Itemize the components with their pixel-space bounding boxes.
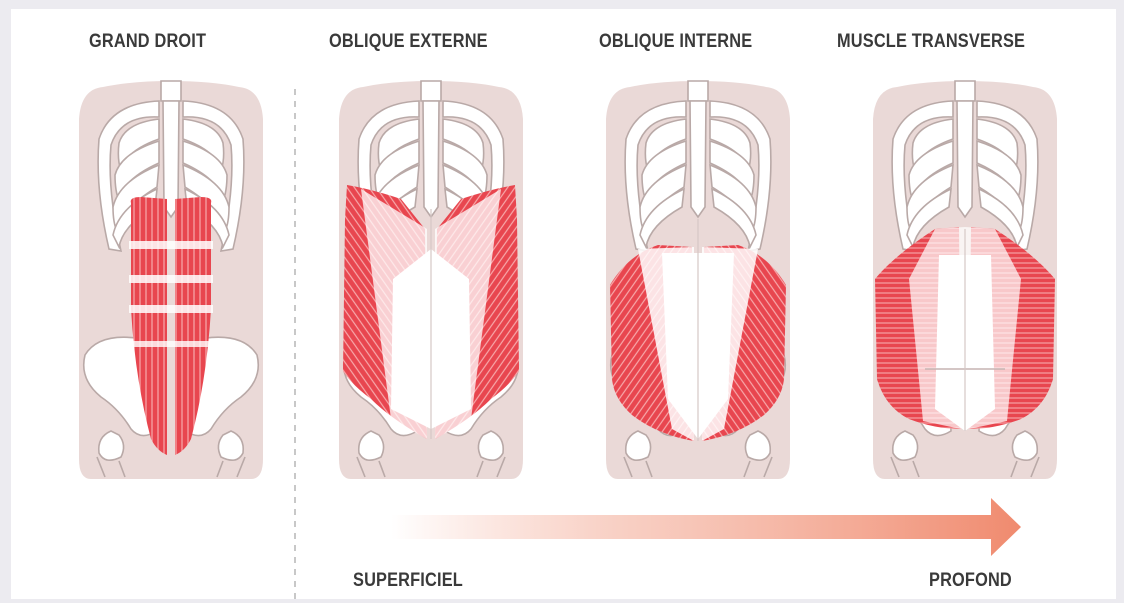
depth-start-label: SUPERFICIEL (353, 570, 463, 592)
torso-transversus-abdominis (873, 81, 1057, 479)
anatomy-diagram (11, 9, 1116, 599)
title-oblique-externe: OBLIQUE EXTERNE (329, 31, 488, 53)
torso-internal-oblique (606, 81, 790, 479)
depth-end-label: PROFOND (929, 570, 1012, 592)
title-grand-droit: GRAND DROIT (89, 31, 206, 53)
title-muscle-transverse: MUSCLE TRANSVERSE (837, 31, 1025, 53)
diagram-card: GRAND DROIT OBLIQUE EXTERNE OBLIQUE INTE… (11, 9, 1116, 599)
depth-arrow (391, 498, 1021, 556)
transversus-abdominis-muscle (875, 227, 1055, 431)
torso-rectus-abdominis (79, 81, 263, 479)
title-oblique-interne: OBLIQUE INTERNE (599, 31, 752, 53)
torso-external-oblique (339, 81, 523, 479)
